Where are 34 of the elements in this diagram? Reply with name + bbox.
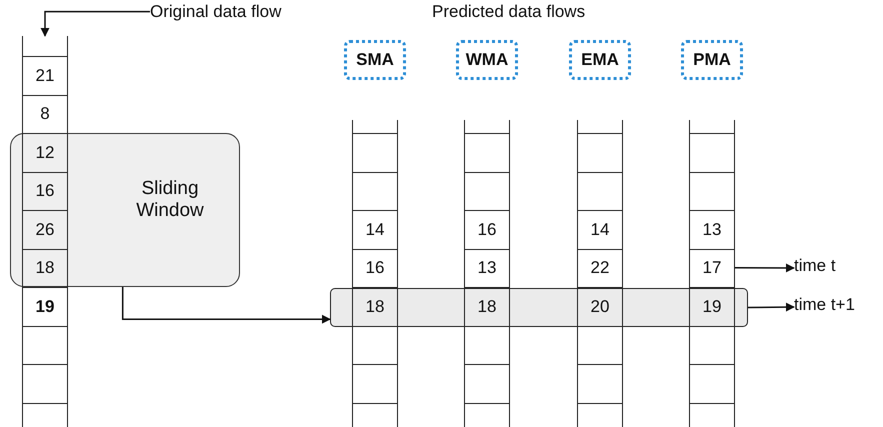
data-value: 16 (366, 258, 384, 278)
data-value: 14 (590, 220, 610, 240)
data-value: 22 (590, 258, 610, 278)
data-value: 19 (36, 296, 54, 317)
data-value: 21 (36, 66, 54, 86)
arrow (735, 263, 795, 272)
data-value: 14 (366, 220, 384, 240)
data-value: 18 (366, 296, 384, 317)
window-label: Sliding Window (135, 178, 205, 222)
window-box (10, 133, 240, 287)
data-value: 13 (478, 258, 496, 278)
method-tag: PMA (681, 40, 743, 80)
arrow (40, 10, 150, 37)
column-group-title: Predicted data flows (432, 2, 586, 22)
data-value: 13 (702, 220, 722, 240)
data-value: 18 (478, 296, 496, 317)
method-tag: WMA (456, 40, 518, 80)
arrow (748, 302, 795, 312)
data-value: 12 (36, 142, 54, 163)
data-value: 18 (36, 258, 54, 278)
method-tag: SMA (344, 40, 406, 80)
data-value: 8 (40, 104, 50, 124)
method-tag: EMA (569, 40, 631, 80)
data-value: 16 (478, 220, 496, 240)
data-value: 17 (702, 258, 722, 278)
data-value: 26 (36, 220, 54, 240)
data-value: 20 (590, 296, 610, 317)
highlight-row (330, 288, 748, 327)
data-value: 16 (36, 181, 54, 202)
data-value: 19 (702, 296, 722, 317)
arrow (122, 287, 331, 324)
time-label: time t+1 (794, 295, 879, 319)
time-label: time t (794, 256, 874, 280)
flow-title: Original data flow (150, 2, 320, 26)
